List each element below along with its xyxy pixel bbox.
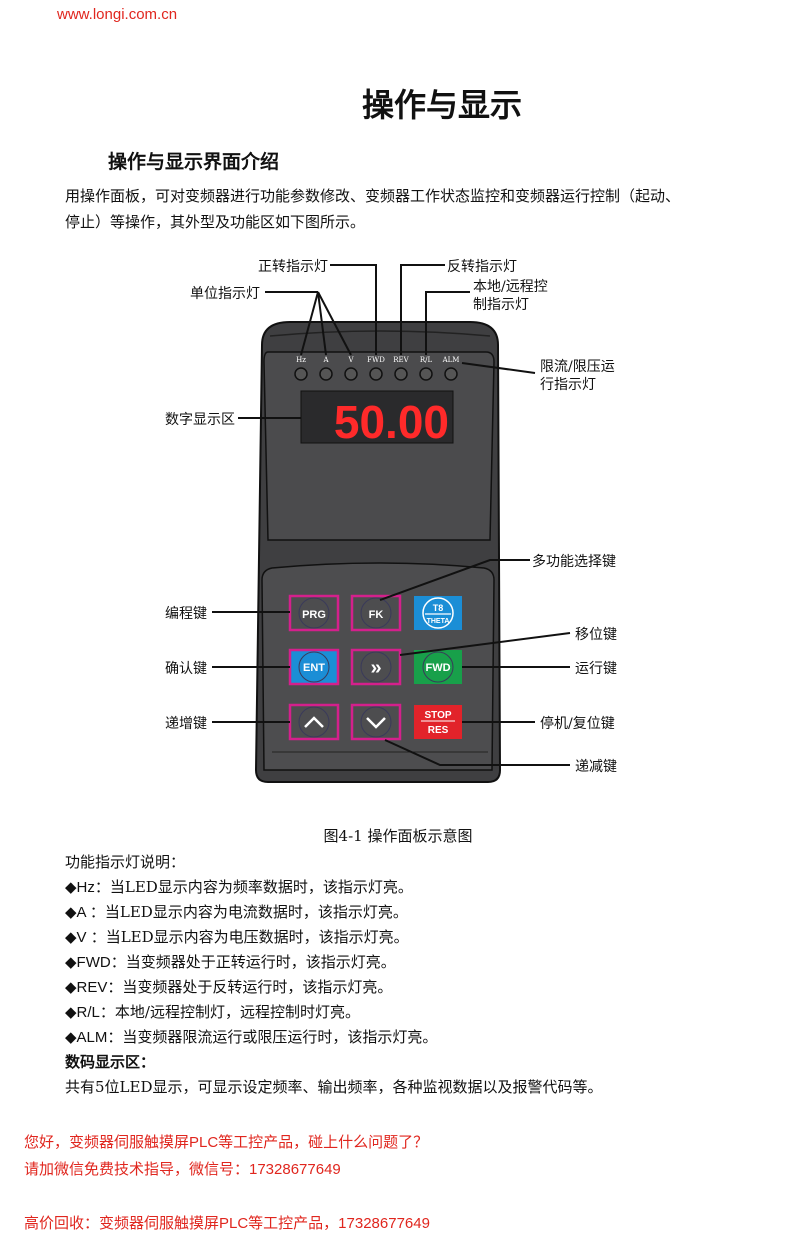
label-unit-led: 单位指示灯 (190, 286, 260, 302)
footer-line-3: 高价回收：变频器伺服触摸屏PLC等工控产品，17328677649 (24, 1215, 430, 1232)
indicator-fwd: ◆FWD：当变频器处于正转运行时，该指示灯亮。 (65, 953, 396, 971)
led-label-fwd: FWD (367, 356, 385, 364)
t8-key (414, 596, 462, 630)
ent-key (288, 648, 340, 686)
led-a (319, 367, 333, 381)
led-hz (294, 367, 308, 381)
up-key (288, 703, 340, 741)
led-label-rev: REV (393, 356, 409, 364)
indicator-alm: ◆ALM：当变频器限流运行或限压运行时，该指示灯亮。 (65, 1028, 438, 1046)
indicator-a: ◆A ：当LED显示内容为电流数据时，该指示灯亮。 (65, 903, 408, 921)
display-description: 共有5位LED显示，可显示设定频率、输出频率，各种监视数据以及报警代码等。 (65, 1078, 603, 1096)
footer-line-1: 您好，变频器伺服触摸屏PLC等工控产品，碰上什么问题了？ (24, 1134, 429, 1151)
intro-line-2: 停止）等操作，其外型及功能区如下图所示。 (65, 213, 366, 231)
stop-key-label: STOP (424, 710, 451, 721)
led-label-rl: R/L (420, 356, 433, 364)
led-label-alm: ALM (442, 356, 460, 364)
fwd-key-label: FWD (425, 662, 450, 674)
label-display: 数字显示区 (165, 412, 235, 428)
label-remote-led-2: 制指示灯 (473, 297, 529, 313)
led-rl (419, 367, 433, 381)
label-up-key: 递增键 (165, 716, 207, 732)
section-title: 操作与显示界面介绍 (108, 151, 280, 173)
figure-caption: 图4-1 操作面板示意图 (323, 827, 473, 845)
fk-key (350, 594, 402, 632)
label-multi-key: 多功能选择键 (532, 554, 616, 570)
label-enter-key: 确认键 (165, 661, 207, 677)
ent-key-label: ENT (303, 662, 325, 674)
label-remote-led-1: 本地/远程控 (473, 279, 548, 295)
led-label-v: V (347, 356, 354, 364)
led-fwd (369, 367, 383, 381)
led-v (344, 367, 358, 381)
led-label-hz: Hz (296, 356, 306, 364)
t8-key-label: T8 (433, 603, 444, 613)
display-heading: 数码显示区： (65, 1053, 156, 1071)
label-prog-key: 编程键 (165, 606, 207, 622)
label-alarm-led-1: 限流/限压运 (540, 359, 615, 375)
indicator-rev: ◆REV：当变频器处于反转运行时，该指示灯亮。 (65, 978, 393, 996)
shift-key (350, 648, 402, 686)
site-url[interactable]: www.longi.com.cn (57, 6, 178, 23)
label-fwd-led: 正转指示灯 (258, 259, 328, 275)
label-shift-key: 移位键 (575, 627, 617, 643)
res-key-label: RES (428, 725, 449, 736)
label-down-key: 递减键 (575, 759, 617, 775)
label-stop-key: 停机/复位键 (540, 716, 615, 732)
indicator-rl: ◆R/L：本地/远程控制灯，远程控制时灯亮。 (65, 1003, 360, 1021)
led-rev (394, 367, 408, 381)
shift-key-icon: » (370, 657, 381, 679)
led-label-a: A (322, 356, 329, 364)
led-alm (444, 367, 458, 381)
label-rev-led: 反转指示灯 (447, 259, 517, 275)
leader-lines (212, 264, 571, 766)
display-value: 50.00 (334, 396, 449, 448)
led-row: Hz A V FWD REV R/L ALM (294, 356, 460, 381)
label-run-key: 运行键 (575, 661, 617, 677)
footer-line-2: 请加微信免费技术指导，微信号：17328677649 (24, 1161, 341, 1178)
stop-res-key (414, 705, 462, 739)
indicator-hz: ◆Hz：当LED显示内容为频率数据时，该指示灯亮。 (65, 878, 413, 896)
indicators-heading: 功能指示灯说明： (65, 853, 186, 871)
down-arrow-icon (366, 717, 386, 729)
indicator-v: ◆V ：当LED显示内容为电压数据时，该指示灯亮。 (65, 928, 409, 946)
fwd-key (414, 650, 462, 684)
prg-key-label: PRG (302, 609, 326, 621)
intro-line-1: 用操作面板，可对变频器进行功能参数修改、变频器工作状态监控和变频器运行控制（起动… (65, 187, 681, 205)
up-arrow-icon (304, 716, 324, 728)
fk-key-label: FK (369, 609, 384, 621)
theta-key-label: THETA (427, 618, 450, 625)
down-key (350, 703, 402, 741)
page-title: 操作与显示 (361, 86, 522, 124)
led-display (300, 390, 454, 444)
label-alarm-led-2: 行指示灯 (540, 377, 596, 393)
